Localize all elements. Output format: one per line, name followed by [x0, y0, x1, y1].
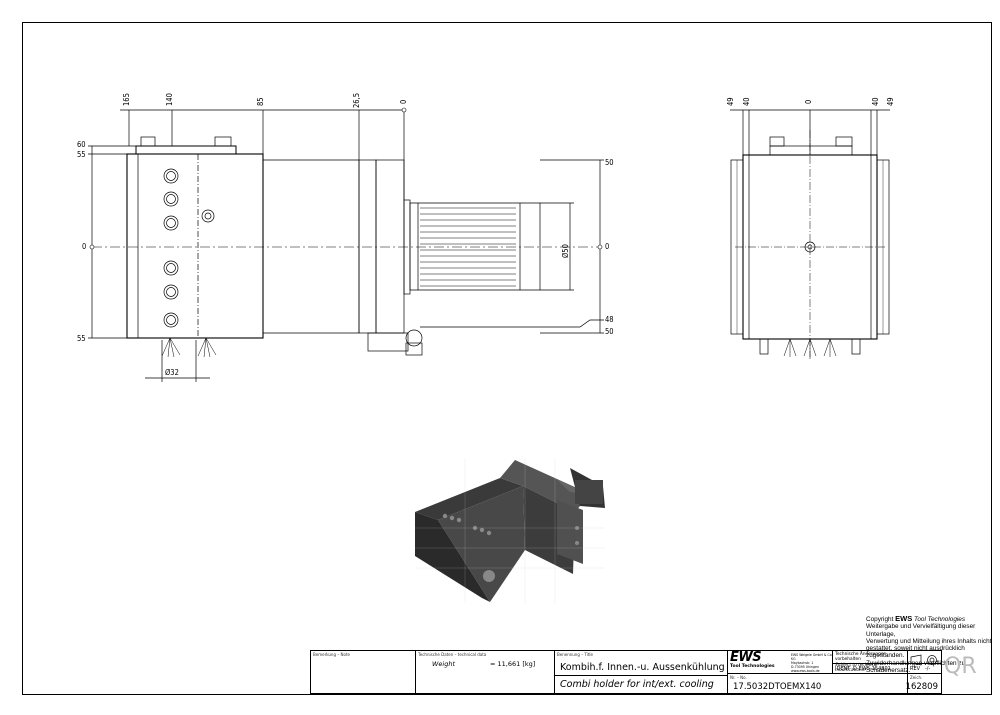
tech-data-cell: Technische Daten – technical data Weight… — [415, 650, 555, 694]
rev-value: -/- — [925, 666, 931, 672]
title-cell: Benennung – Title Kombih.f. Innen.-u. Au… — [554, 650, 728, 694]
nr-label: Nr. – No. — [730, 675, 747, 680]
change-note-de: Technische Änderungen vorbehalten — [835, 652, 887, 662]
drawing-number-cell: Zeich. 162809 — [905, 673, 942, 694]
remark-label: Bemerkung – Note — [313, 652, 351, 657]
dim-diameter-32: Ø32 — [165, 368, 179, 377]
change-note-cell: Technische Änderungen vorbehalten Subjec… — [832, 650, 908, 673]
copyright-line-1: Weitergabe und Vervielfältigung dieser U… — [866, 623, 976, 638]
drawing-number: 162809 — [905, 682, 938, 692]
change-note-en: Subject to technical modifications! — [835, 663, 878, 673]
ident-label: IDENT — [835, 666, 851, 672]
dim-50-top: 50 — [605, 158, 614, 167]
ident-value: D-EWS-154801 — [853, 666, 891, 672]
company-line-1: EWS Weigele GmbH & Co. KG — [791, 653, 833, 661]
tech-label: Technische Daten – technical data — [418, 652, 487, 657]
projection-icon — [910, 654, 937, 666]
part-number-cell: Nr. – No. 17.5032DTOEMX140 — [727, 673, 908, 694]
company-line-2: Maybachstr. 1 — [791, 661, 814, 665]
copyright-prefix: Copyright — [866, 616, 894, 623]
ews-logo: EWS Tool Technologies — [730, 650, 788, 671]
title-english: Combi holder for int/ext. cooling — [560, 679, 714, 690]
drawing-number-label: Zeich. — [910, 675, 923, 680]
company-address: EWS Weigele GmbH & Co. KG Maybachstr. 1 … — [791, 653, 833, 673]
dim-0-left: 0 — [82, 242, 87, 251]
isometric-view — [415, 458, 605, 603]
weight-value: = 11,661 [kg] — [490, 660, 536, 668]
dim-55-top: 55 — [77, 150, 86, 159]
dim-50-bottom: 50 — [605, 327, 614, 336]
dim-60: 60 — [77, 140, 86, 149]
logo-subtext: Tool Technologies — [730, 664, 775, 669]
drawing-frame — [22, 22, 992, 695]
copyright-brand: EWS — [895, 614, 913, 623]
logo-text: EWS — [730, 650, 762, 665]
copyright-suffix: Tool Technologies — [914, 616, 966, 623]
side-dim-49-left: 49 — [726, 97, 735, 106]
rev-label: REV — [910, 666, 921, 672]
side-dim-49-right: 49 — [886, 97, 895, 106]
part-number: 17.5032DTOEMX140 — [733, 682, 822, 692]
copyright-line-3: gestattet, soweit nicht ausdrücklich zug… — [866, 645, 965, 660]
company-line-3: D-73095 Uhingen — [791, 665, 820, 669]
remark-cell: Bemerkung – Note — [310, 650, 416, 694]
dim-0-right: 0 — [605, 242, 610, 251]
copyright-line-2: Verwertung und Mitteilung ihres Inhalts … — [866, 637, 992, 645]
qr-placeholder: QR — [944, 654, 977, 679]
projection-symbol-cell — [907, 650, 942, 666]
weight-label: Weight — [432, 660, 456, 668]
company-line-4: www.ews-tools.de — [791, 669, 820, 673]
side-dim-40-right: 40 — [871, 97, 880, 106]
dim-48: 48 — [605, 315, 614, 324]
title-german: Kombih.f. Innen.-u. Aussenkühlung — [560, 662, 725, 673]
side-dim-0: 0 — [804, 99, 813, 104]
side-dim-40-left: 40 — [742, 97, 751, 106]
designation-label: Benennung – Title — [557, 652, 593, 657]
dim-55-bottom: 55 — [77, 334, 86, 343]
